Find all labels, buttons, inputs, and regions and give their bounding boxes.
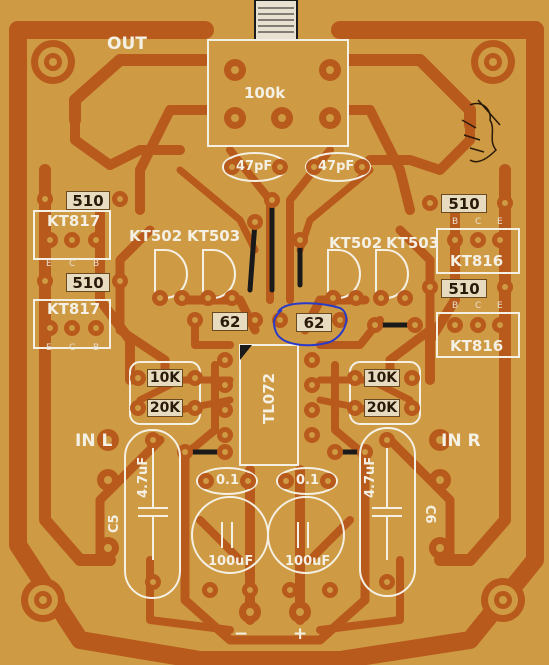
annotation-circle bbox=[273, 302, 348, 347]
pin-b: B bbox=[93, 259, 100, 269]
power-plus-label: + bbox=[293, 624, 308, 644]
res-62-left: 62 bbox=[212, 312, 248, 331]
pin-e: E bbox=[497, 301, 503, 311]
res-510-1: 510 bbox=[66, 191, 110, 210]
pin-c: C bbox=[69, 259, 76, 269]
cap-4-7uf-right: 4.7uF bbox=[363, 456, 378, 498]
pot-label: 100k bbox=[244, 84, 286, 102]
pin-c: C bbox=[475, 301, 482, 311]
res-510-2: 510 bbox=[66, 273, 110, 292]
tr-kt503-right: KT503 bbox=[386, 234, 440, 252]
cap-100uf-right: 100uF bbox=[285, 554, 331, 569]
tr-kt502-right: KT502 bbox=[329, 234, 383, 252]
cap-47pf-left: 47pF bbox=[236, 159, 273, 174]
input-left-label: IN L bbox=[75, 431, 113, 451]
label-c6: C6 bbox=[422, 505, 437, 524]
cap-4-7uf-left: 4.7uF bbox=[136, 456, 151, 498]
res-510-4: 510 bbox=[441, 279, 487, 298]
pin-b: B bbox=[452, 301, 459, 311]
res-20k-right: 20K bbox=[364, 399, 400, 417]
tr-kt816-top: KT816 bbox=[450, 252, 504, 270]
tr-kt817-bottom: KT817 bbox=[47, 300, 101, 318]
pin-e: E bbox=[46, 259, 52, 269]
tr-kt817-top: KT817 bbox=[47, 212, 101, 230]
tr-kt816-bottom: KT816 bbox=[450, 337, 504, 355]
power-minus-label: − bbox=[234, 624, 249, 644]
tr-kt503-left: KT503 bbox=[187, 227, 241, 245]
cap-47pf-right: 47pF bbox=[318, 159, 355, 174]
label-c5: C5 bbox=[107, 514, 122, 533]
res-10k-left: 10K bbox=[147, 369, 183, 387]
pin-b: B bbox=[452, 217, 459, 227]
cap-0-1-right: 0.1 bbox=[296, 473, 320, 488]
res-62-right: 62 bbox=[296, 313, 332, 332]
res-20k-left: 20K bbox=[147, 399, 183, 417]
logo-sketch bbox=[461, 99, 501, 163]
pin-e: E bbox=[46, 343, 52, 353]
chip-tl072: TL072 bbox=[260, 372, 278, 424]
cap-100uf-left: 100uF bbox=[208, 554, 254, 569]
pin-c: C bbox=[69, 343, 76, 353]
pin-e: E bbox=[497, 217, 503, 227]
input-right-label: IN R bbox=[441, 431, 481, 451]
tr-kt502-left: KT502 bbox=[129, 227, 183, 245]
out-label: OUT bbox=[107, 34, 147, 54]
cap-0-1-left: 0.1 bbox=[216, 473, 240, 488]
res-10k-right: 10K bbox=[364, 369, 400, 387]
pin-b: B bbox=[93, 343, 100, 353]
pin-c: C bbox=[475, 217, 482, 227]
res-510-3: 510 bbox=[441, 194, 487, 213]
